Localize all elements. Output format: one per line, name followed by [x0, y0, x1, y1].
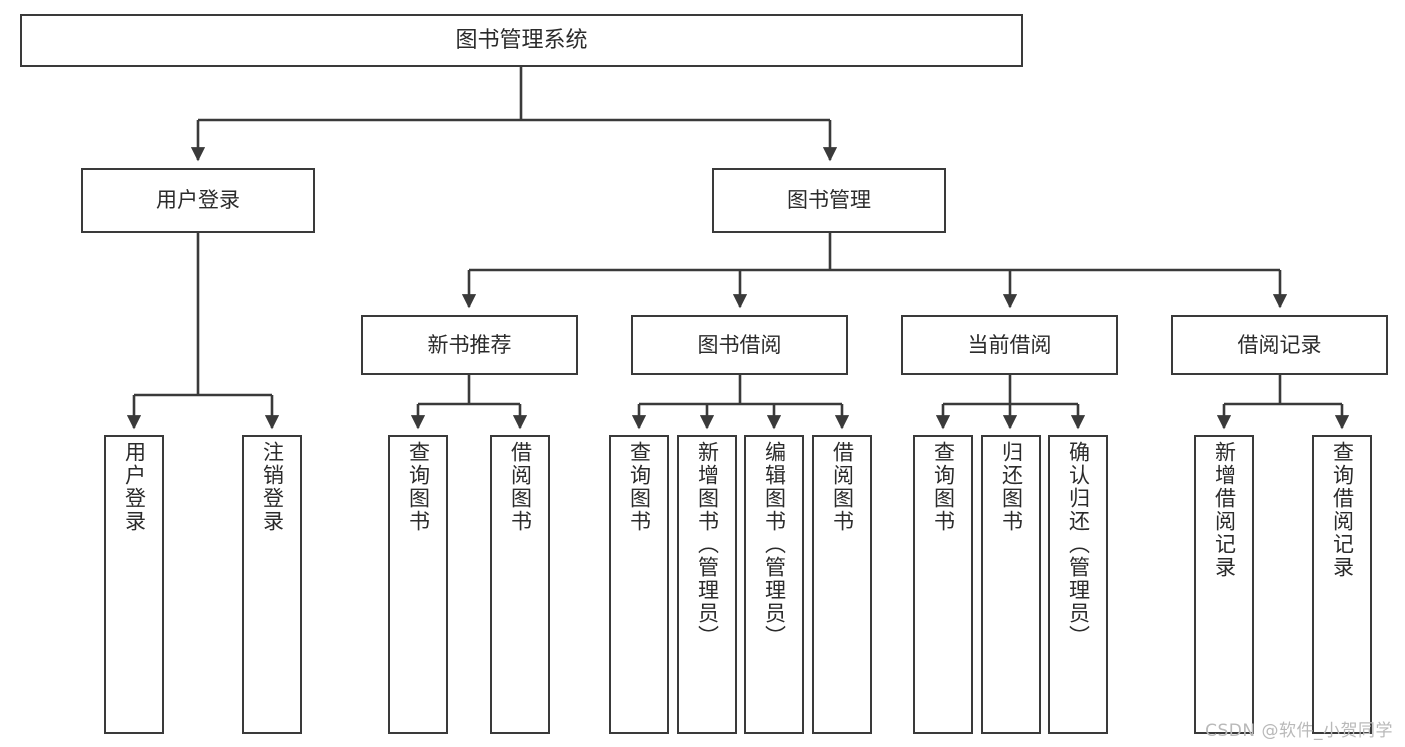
node-new-book-recommend-label: 新书推荐	[427, 332, 512, 357]
node-current-borrow[interactable]: 当前借阅	[901, 315, 1118, 375]
node-leaf-add-record[interactable]: 新增借阅记录	[1194, 435, 1254, 734]
node-leaf-query-record-label: 查询借阅记录	[1330, 441, 1355, 579]
node-leaf-confirm-return-label: 确认归还（管理员）	[1066, 441, 1091, 648]
node-leaf-query-book-3-label: 查询图书	[931, 441, 956, 533]
node-leaf-query-book-3[interactable]: 查询图书	[913, 435, 973, 734]
node-leaf-query-book-2-label: 查询图书	[627, 441, 652, 533]
node-leaf-query-book-1-label: 查询图书	[406, 441, 431, 533]
node-current-borrow-label: 当前借阅	[967, 332, 1052, 357]
node-leaf-borrow-book-1[interactable]: 借阅图书	[490, 435, 550, 734]
node-user-login[interactable]: 用户登录	[81, 168, 315, 233]
node-leaf-add-book-label: 新增图书（管理员）	[695, 441, 720, 648]
node-leaf-edit-book[interactable]: 编辑图书（管理员）	[744, 435, 804, 734]
node-borrow-record-label: 借阅记录	[1237, 332, 1322, 357]
node-book-manage-label: 图书管理	[787, 188, 871, 213]
node-root[interactable]: 图书管理系统	[20, 14, 1023, 67]
node-book-borrow[interactable]: 图书借阅	[631, 315, 848, 375]
node-leaf-confirm-return[interactable]: 确认归还（管理员）	[1048, 435, 1108, 734]
node-new-book-recommend[interactable]: 新书推荐	[361, 315, 578, 375]
node-leaf-return-book[interactable]: 归还图书	[981, 435, 1041, 734]
node-leaf-user-login-label: 用户登录	[122, 441, 147, 533]
node-book-borrow-label: 图书借阅	[697, 332, 782, 357]
node-leaf-borrow-book-2[interactable]: 借阅图书	[812, 435, 872, 734]
node-leaf-user-login[interactable]: 用户登录	[104, 435, 164, 734]
node-leaf-add-record-label: 新增借阅记录	[1212, 441, 1237, 579]
node-leaf-add-book[interactable]: 新增图书（管理员）	[677, 435, 737, 734]
node-leaf-query-record[interactable]: 查询借阅记录	[1312, 435, 1372, 734]
node-leaf-borrow-book-1-label: 借阅图书	[508, 441, 533, 533]
node-leaf-query-book-2[interactable]: 查询图书	[609, 435, 669, 734]
node-leaf-edit-book-label: 编辑图书（管理员）	[762, 441, 787, 648]
node-leaf-return-book-label: 归还图书	[999, 441, 1024, 533]
node-leaf-query-book-1[interactable]: 查询图书	[388, 435, 448, 734]
node-root-label: 图书管理系统	[455, 27, 588, 53]
csdn-watermark: CSDN @软件_小贺同学	[1205, 721, 1393, 741]
node-book-manage[interactable]: 图书管理	[712, 168, 946, 233]
node-user-login-label: 用户登录	[156, 188, 240, 213]
node-leaf-borrow-book-2-label: 借阅图书	[830, 441, 855, 533]
node-borrow-record[interactable]: 借阅记录	[1171, 315, 1388, 375]
node-leaf-logout-login-label: 注销登录	[260, 441, 285, 533]
node-leaf-logout-login[interactable]: 注销登录	[242, 435, 302, 734]
